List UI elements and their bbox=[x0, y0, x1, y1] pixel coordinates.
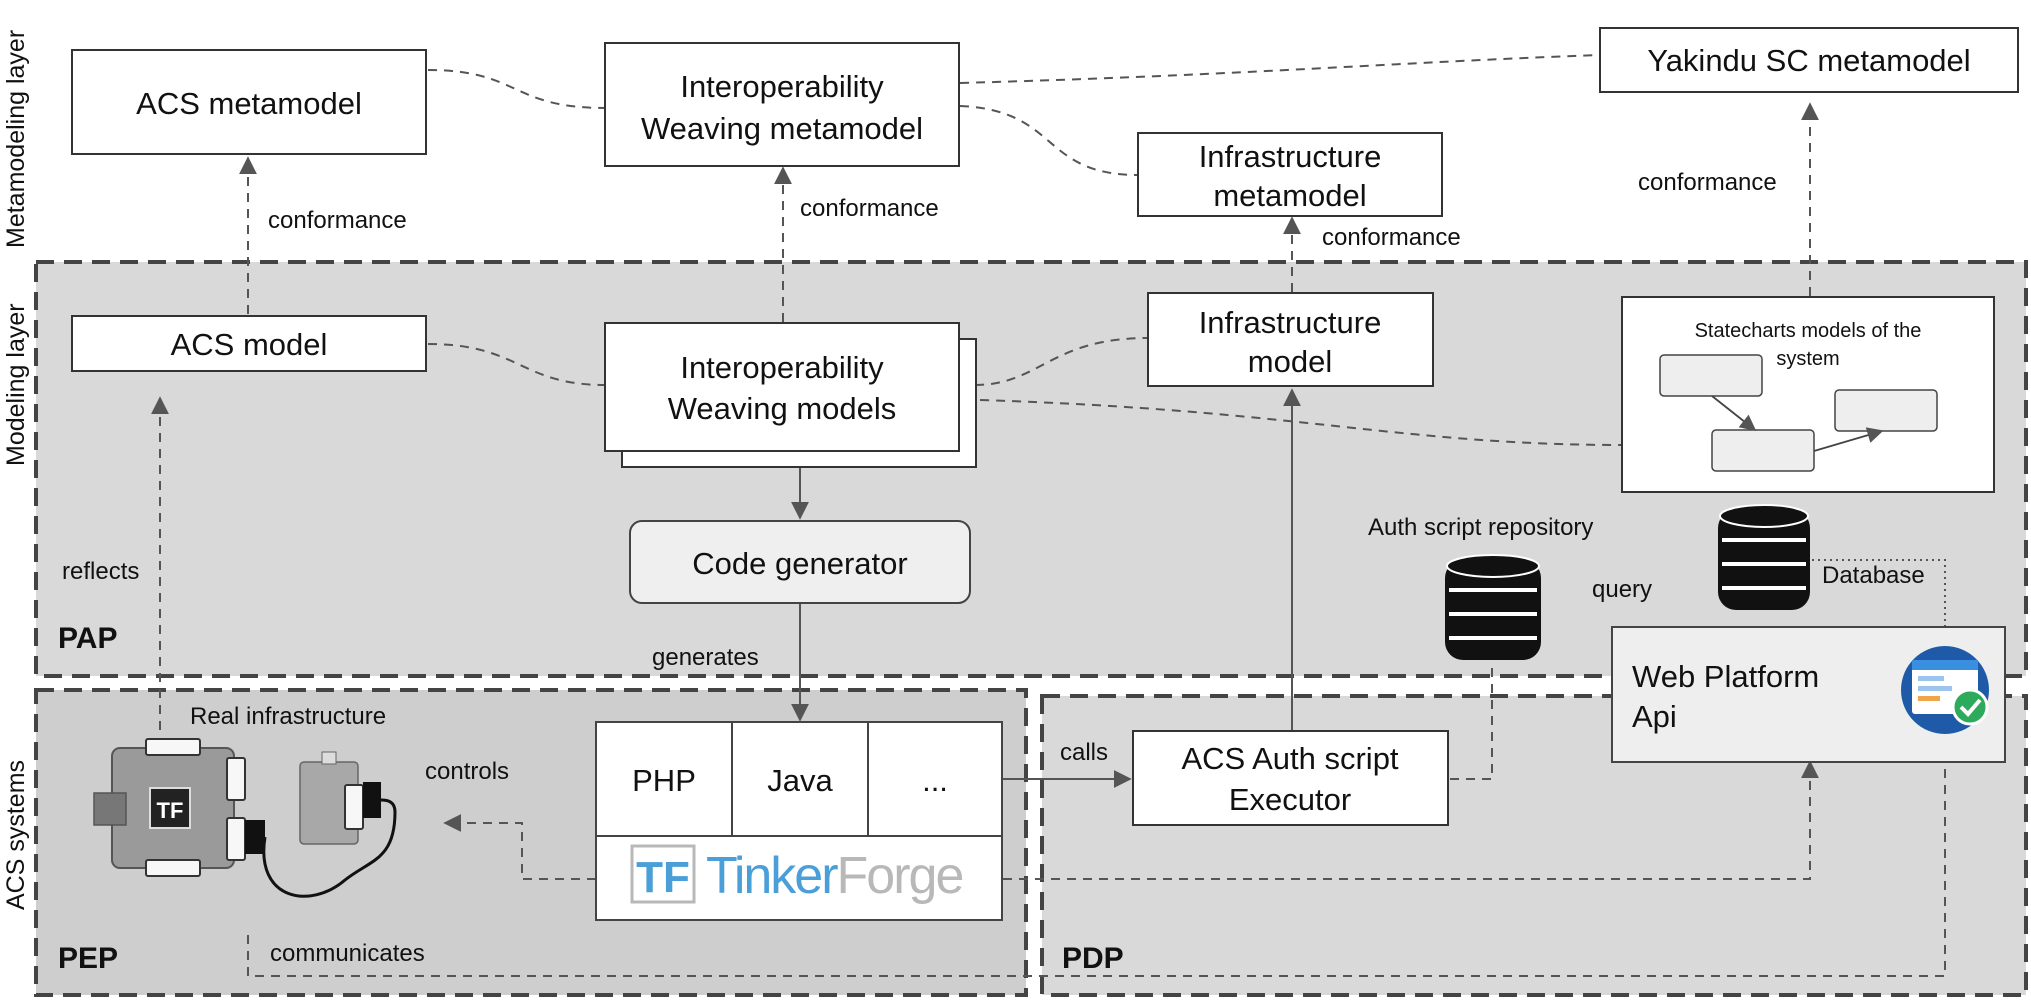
infra-metamodel-box: Infrastructure metamodel bbox=[1137, 132, 1443, 217]
pdp-label: PDP bbox=[1062, 942, 1124, 975]
tinkerforge-hardware-illustration: TF bbox=[93, 738, 397, 898]
web-platform-line2: Api bbox=[1632, 699, 1677, 734]
state-node-2 bbox=[1711, 429, 1815, 472]
query-label: query bbox=[1592, 576, 1652, 603]
database-icon bbox=[1718, 504, 1810, 610]
metamodeling-layer-label: Metamodeling layer bbox=[2, 30, 30, 248]
code-targets-box: PHP Java ... TF TinkerForge bbox=[595, 721, 1003, 921]
tinkerforge-logo-tinker: Tinker bbox=[706, 847, 838, 905]
interop-models-box: Interoperability Weaving models bbox=[604, 322, 977, 468]
statecharts-line2: system bbox=[1776, 348, 1839, 370]
yakindu-metamodel-box: Yakindu SC metamodel bbox=[1599, 27, 2019, 93]
statecharts-box: Statecharts models of the system bbox=[1621, 296, 1995, 493]
conformance-acs-label: conformance bbox=[268, 207, 407, 234]
infra-model-line2: model bbox=[1248, 344, 1332, 379]
state-transition-2 bbox=[1813, 427, 1884, 452]
pap-label: PAP bbox=[58, 622, 117, 655]
link-interopmeta-yakindu bbox=[959, 54, 1601, 84]
interop-models-line1: Interoperability bbox=[680, 350, 884, 385]
calls-label: calls bbox=[1060, 739, 1108, 766]
tinkerforge-logo-forge: Forge bbox=[837, 847, 963, 905]
tinkerforge-logo-tf: TF bbox=[636, 853, 690, 902]
lang-php: PHP bbox=[632, 763, 696, 798]
executor-box: ACS Auth script Executor bbox=[1132, 730, 1449, 826]
link-interopmodels-inframodel bbox=[974, 337, 1149, 386]
link-acsmeta-interopmeta bbox=[427, 69, 606, 109]
tinkerforge-logo: TF TinkerForge bbox=[630, 844, 964, 905]
auth-repo-database-icon bbox=[1445, 554, 1541, 660]
web-platform-line1: Web Platform bbox=[1632, 659, 1819, 694]
arrow-tf-web bbox=[1003, 760, 1819, 880]
statecharts-line1: Statecharts models of the bbox=[1695, 320, 1922, 342]
pep-label: PEP bbox=[58, 942, 118, 975]
auth-repo-label: Auth script repository bbox=[1368, 514, 1593, 541]
conformance-interop-label: conformance bbox=[800, 195, 939, 222]
controls-label: controls bbox=[425, 758, 509, 785]
web-platform-app-icon bbox=[1901, 646, 1989, 734]
modeling-layer-label: Modeling layer bbox=[2, 303, 30, 466]
state-node-1 bbox=[1659, 354, 1763, 397]
tf-badge: TF bbox=[157, 798, 184, 823]
interop-metamodel-line1: Interoperability bbox=[680, 69, 884, 104]
generates-label: generates bbox=[652, 644, 759, 671]
acs-metamodel-label: ACS metamodel bbox=[136, 86, 362, 121]
lang-more: ... bbox=[922, 763, 948, 798]
state-node-3 bbox=[1834, 389, 1938, 432]
acs-model-box: ACS model bbox=[71, 315, 427, 372]
interop-models-line2: Weaving models bbox=[668, 391, 897, 426]
infra-model-box: Infrastructure model bbox=[1147, 292, 1434, 387]
interop-metamodel-box: Interoperability Weaving metamodel bbox=[604, 42, 960, 167]
real-infrastructure-label: Real infrastructure bbox=[190, 703, 386, 730]
yakindu-metamodel-label: Yakindu SC metamodel bbox=[1647, 43, 1970, 78]
communicates-label: communicates bbox=[270, 940, 425, 967]
link-database-web bbox=[1812, 559, 1946, 642]
infra-metamodel-line2: metamodel bbox=[1213, 178, 1366, 213]
code-generator-box: Code generator bbox=[629, 520, 971, 604]
infra-metamodel-line1: Infrastructure bbox=[1199, 139, 1382, 174]
executor-line1: ACS Auth script bbox=[1181, 741, 1398, 776]
lang-java: Java bbox=[767, 763, 833, 798]
link-executor-repo bbox=[1450, 662, 1493, 780]
svg-text:TinkerForge: TinkerForge bbox=[706, 847, 962, 905]
acs-systems-label: ACS systems bbox=[2, 760, 30, 910]
conformance-yakindu-label: conformance bbox=[1638, 169, 1777, 196]
interop-metamodel-line2: Weaving metamodel bbox=[641, 111, 923, 146]
arrow-communicates bbox=[247, 733, 1954, 977]
acs-metamodel-box: ACS metamodel bbox=[71, 49, 427, 155]
infra-model-line1: Infrastructure bbox=[1199, 305, 1382, 340]
arrow-controls bbox=[443, 814, 596, 880]
executor-line2: Executor bbox=[1229, 782, 1351, 817]
link-interopmeta-inframeta bbox=[959, 105, 1139, 176]
reflects-label: reflects bbox=[62, 558, 139, 585]
database-label: Database bbox=[1822, 562, 1925, 589]
acs-model-label: ACS model bbox=[171, 327, 328, 362]
code-generator-label: Code generator bbox=[692, 546, 907, 581]
state-transition-1 bbox=[1711, 395, 1757, 432]
link-interopmodels-statecharts bbox=[979, 399, 1623, 446]
web-platform-box: Web Platform Api bbox=[1611, 626, 2006, 763]
conformance-infra-label: conformance bbox=[1322, 224, 1461, 251]
